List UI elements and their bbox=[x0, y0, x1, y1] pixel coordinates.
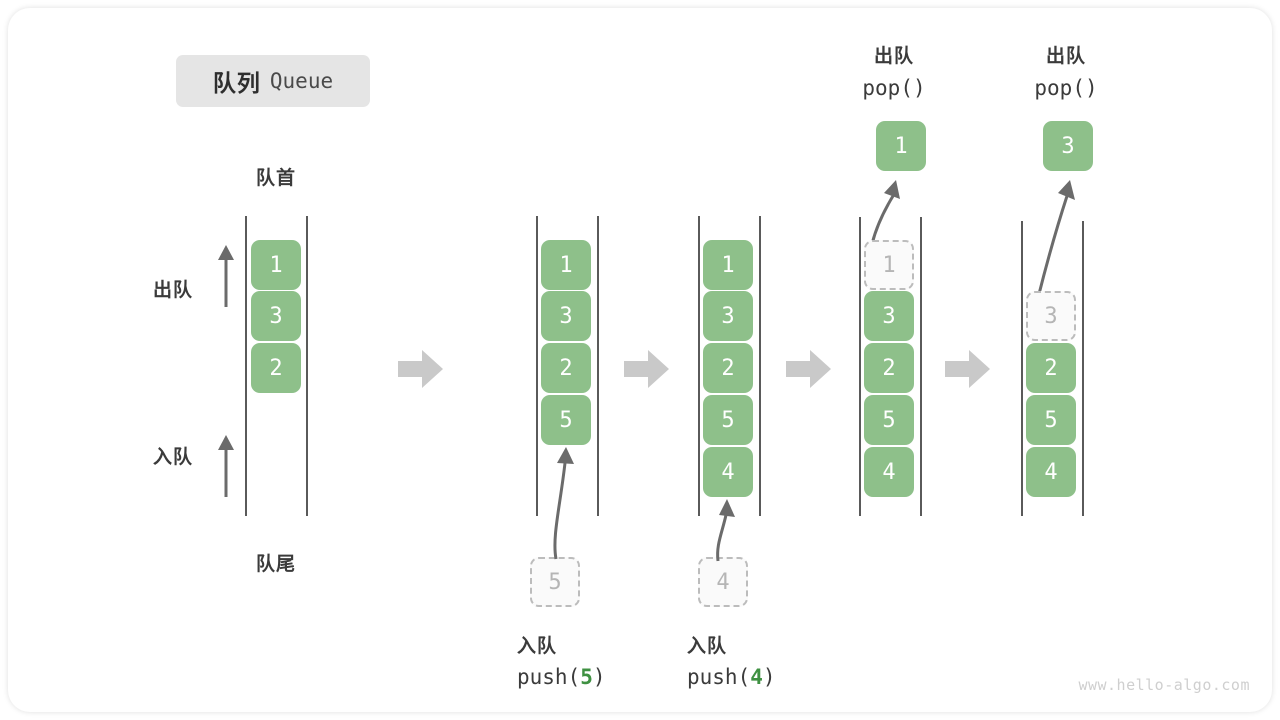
queue-rail-left-3 bbox=[698, 216, 700, 516]
queue-node: 2 bbox=[703, 343, 753, 393]
queue-node: 1 bbox=[251, 240, 301, 290]
queue-node: 1 bbox=[703, 240, 753, 290]
diagram-card: 队列 Queue 队首 队尾 1 3 2 出队 入队 1 3 2 5 5 入队 … bbox=[8, 8, 1272, 712]
queue-node: 4 bbox=[1026, 447, 1076, 497]
popped-node: 1 bbox=[876, 121, 926, 171]
queue-node: 5 bbox=[1026, 395, 1076, 445]
queue-node: 3 bbox=[864, 291, 914, 341]
queue-rail-left-4 bbox=[859, 217, 861, 516]
queue-rail-right-5 bbox=[1082, 221, 1084, 516]
step-caption-code: push(5) bbox=[517, 665, 606, 689]
queue-node-removed: 1 bbox=[864, 240, 914, 290]
queue-rail-left-5 bbox=[1021, 221, 1023, 516]
queue-node: 2 bbox=[864, 343, 914, 393]
step-transition-arrow-icon bbox=[624, 350, 669, 388]
queue-rail-left-2 bbox=[536, 216, 538, 516]
queue-node: 5 bbox=[864, 395, 914, 445]
dequeue-arrow-icon bbox=[870, 180, 900, 245]
queue-node: 3 bbox=[251, 291, 301, 341]
step-caption-code-value: 5 bbox=[580, 665, 593, 689]
queue-node: 2 bbox=[251, 343, 301, 393]
diagram-title-en: Queue bbox=[269, 69, 334, 93]
queue-node: 2 bbox=[541, 343, 591, 393]
step-caption-code-value: 4 bbox=[750, 665, 763, 689]
queue-front-label: 队首 bbox=[255, 168, 296, 189]
diagram-title-chip: 队列 Queue bbox=[176, 55, 370, 107]
queue-rail-right-1 bbox=[306, 216, 308, 516]
step-caption-code-prefix: push( bbox=[517, 665, 581, 689]
step-caption-cn: 入队 bbox=[687, 636, 728, 657]
queue-rail-right-2 bbox=[597, 216, 599, 516]
queue-node: 3 bbox=[541, 291, 591, 341]
pop-label-code: pop() bbox=[1034, 76, 1098, 100]
queue-node: 1 bbox=[541, 240, 591, 290]
step-transition-arrow-icon bbox=[398, 350, 443, 388]
queue-node-new: 5 bbox=[541, 395, 591, 445]
dequeue-direction-arrow-icon bbox=[218, 245, 234, 307]
step-caption-code-prefix: push( bbox=[687, 665, 751, 689]
step-transition-arrow-icon bbox=[945, 350, 990, 388]
queue-node-removed: 3 bbox=[1026, 291, 1076, 341]
pop-label-cn: 出队 bbox=[1045, 46, 1086, 67]
queue-node: 3 bbox=[703, 291, 753, 341]
dequeue-arrow-icon bbox=[1036, 180, 1075, 299]
enqueue-direction-label: 入队 bbox=[153, 447, 194, 468]
step-caption-code-suffix: ) bbox=[592, 665, 606, 689]
queue-rail-right-4 bbox=[920, 217, 922, 516]
queue-node-new: 4 bbox=[703, 447, 753, 497]
incoming-ghost-node: 4 bbox=[698, 557, 748, 607]
step-caption-code-suffix: ) bbox=[762, 665, 776, 689]
step-caption-cn: 入队 bbox=[517, 636, 558, 657]
dequeue-direction-label: 出队 bbox=[153, 280, 194, 301]
incoming-ghost-node: 5 bbox=[530, 557, 580, 607]
queue-rail-left-1 bbox=[245, 216, 247, 516]
watermark: www.hello-algo.com bbox=[1078, 676, 1250, 694]
enqueue-direction-arrow-icon bbox=[218, 435, 234, 497]
popped-node: 3 bbox=[1043, 121, 1093, 171]
step-caption-code: push(4) bbox=[687, 665, 776, 689]
step-transition-arrow-icon bbox=[786, 350, 831, 388]
queue-node: 2 bbox=[1026, 343, 1076, 393]
queue-rear-label: 队尾 bbox=[255, 554, 296, 575]
diagram-title-cn: 队列 bbox=[212, 70, 261, 96]
enqueue-arrow-icon bbox=[716, 499, 735, 562]
queue-node: 5 bbox=[703, 395, 753, 445]
enqueue-arrow-icon bbox=[553, 447, 574, 560]
pop-label-cn: 出队 bbox=[873, 46, 914, 67]
queue-node: 4 bbox=[864, 447, 914, 497]
queue-rail-right-3 bbox=[759, 216, 761, 516]
pop-label-code: pop() bbox=[862, 76, 926, 100]
